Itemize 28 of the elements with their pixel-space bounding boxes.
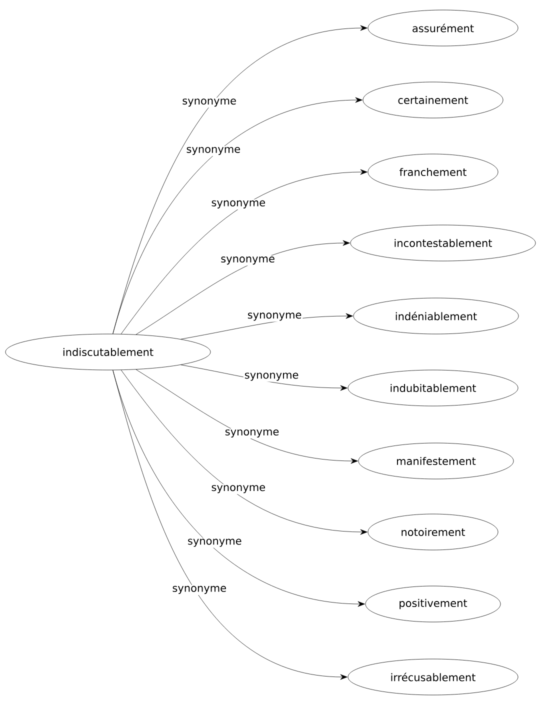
arrow: [136, 240, 350, 335]
edge-label: synonyme: [210, 484, 267, 494]
ellipse-node: irrécusablement: [348, 658, 518, 696]
ellipse-node: manifestement: [358, 442, 514, 480]
ellipse-node: assurément: [368, 10, 518, 46]
edge-label: synonyme: [224, 428, 280, 439]
edge-label: synonyme: [181, 98, 238, 108]
ellipse-node: notoirement: [368, 514, 498, 550]
edge-label: synonyme: [210, 199, 267, 210]
arrow: [120, 169, 368, 334]
edge-label: synonyme: [186, 538, 243, 548]
ellipse-node: indiscutablement: [5, 334, 211, 370]
ellipse-node: franchement: [368, 154, 498, 190]
arrow: [112, 97, 362, 334]
ellipse-node: certainement: [362, 82, 504, 118]
ellipse-node: indubitablement: [348, 370, 518, 406]
arrow: [180, 313, 353, 340]
arrow: [136, 369, 358, 464]
ellipse-node: indéniablement: [353, 298, 519, 334]
arrow: [112, 370, 348, 680]
edge-label: synonyme: [171, 584, 228, 595]
edge-label: synonyme: [243, 372, 300, 382]
ellipse-node: positivement: [365, 586, 501, 622]
ellipse-node: incontestablement: [350, 224, 536, 262]
arrow: [120, 370, 368, 535]
edge-label: synonyme: [185, 146, 242, 156]
edge-label: synonyme: [220, 256, 276, 266]
edge-label: synonyme: [246, 312, 303, 322]
